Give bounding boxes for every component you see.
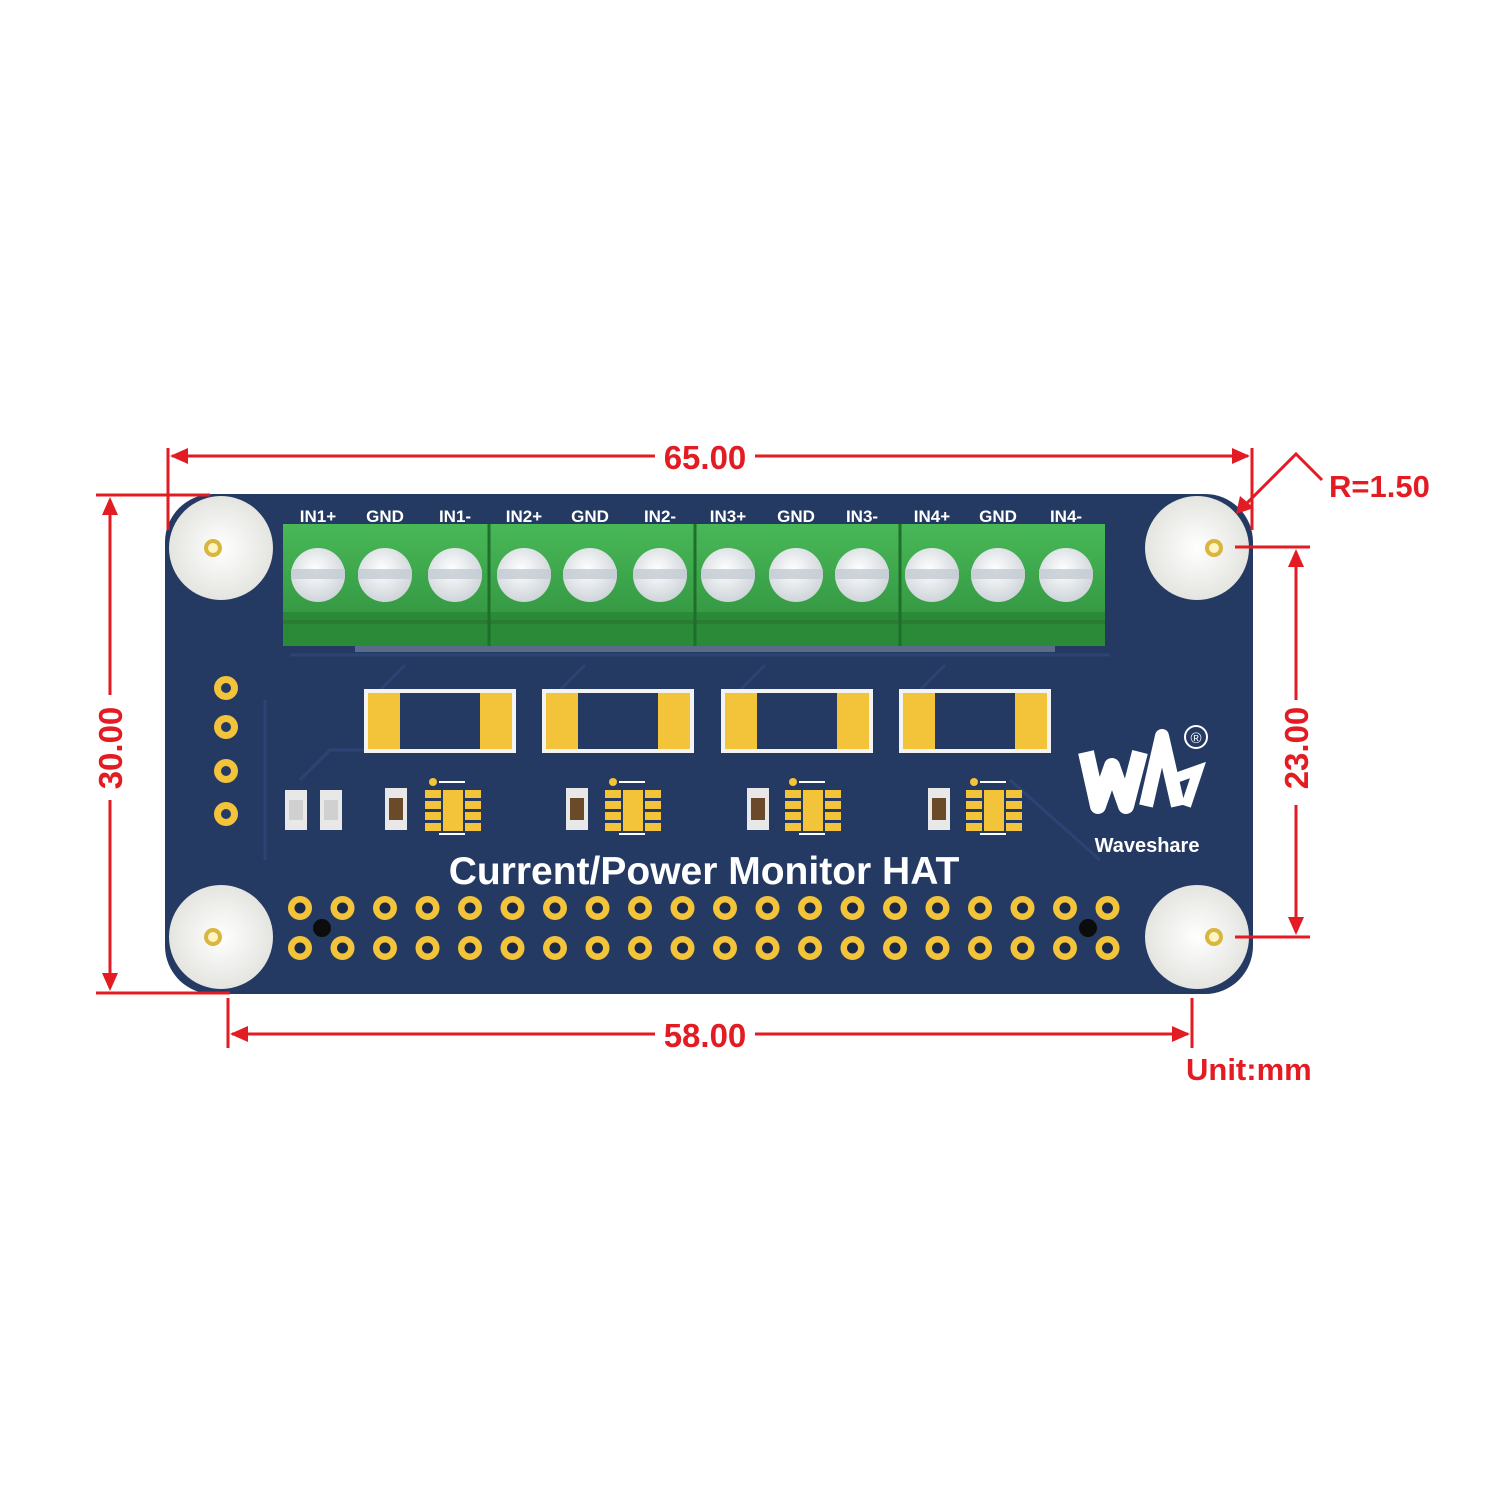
sensor-ic-groups	[385, 778, 1022, 835]
gpio-pin-10	[458, 936, 482, 960]
shunt-resistor-4	[899, 689, 1051, 753]
terminal-label-8: GND	[777, 507, 815, 526]
gpio-pin-37	[1053, 896, 1077, 920]
sensor-ic-1	[385, 778, 481, 835]
shunt-resistor-1	[364, 689, 516, 753]
gpio-pin-26	[798, 936, 822, 960]
fiducial-right	[1079, 919, 1097, 937]
gpio-pin-30	[883, 936, 907, 960]
terminal-label-7: IN3+	[710, 507, 746, 526]
brand-name: Waveshare	[1095, 835, 1200, 857]
terminal-label-12: IN4-	[1050, 507, 1082, 526]
gpio-pin-23	[755, 896, 780, 920]
pcb-traces	[263, 653, 1110, 862]
terminal-screw-5	[563, 548, 617, 602]
gpio-pin-24	[755, 936, 780, 960]
gpio-pin-8	[415, 936, 440, 960]
gpio-pin-22	[713, 936, 737, 960]
terminal-screw-11	[971, 548, 1025, 602]
gpio-pin-39	[1095, 896, 1120, 920]
sensor-ic-3	[747, 778, 841, 835]
terminal-block	[283, 524, 1105, 652]
dimension-hole-pitch-x: 58.00	[664, 1017, 747, 1054]
gpio-pin-25	[798, 896, 822, 920]
gpio-pin-18	[628, 936, 652, 960]
fiducial-left	[313, 919, 331, 937]
gpio-pin-14	[543, 936, 567, 960]
dimension-lines	[96, 448, 1324, 1048]
terminal-screw-12	[1039, 548, 1093, 602]
terminal-label-3: IN1-	[439, 507, 471, 526]
gpio-pin-21	[713, 896, 737, 920]
gpio-pin-16	[585, 936, 610, 960]
terminal-label-4: IN2+	[506, 507, 542, 526]
terminal-screws	[291, 548, 1093, 602]
gpio-pin-40	[1095, 936, 1120, 960]
gpio-pin-33	[968, 896, 992, 920]
mount-hole-top-left	[169, 496, 273, 600]
gpio-pin-2	[288, 936, 312, 960]
gpio-pin-12	[500, 936, 525, 960]
mount-hole-bottom-right	[1145, 885, 1249, 989]
terminal-screw-2	[358, 548, 412, 602]
board-title: Current/Power Monitor HAT	[449, 850, 960, 893]
terminal-screw-8	[769, 548, 823, 602]
gpio-pin-4	[330, 936, 355, 960]
gpio-pin-3	[330, 896, 355, 920]
terminal-label-1: IN1+	[300, 507, 336, 526]
gpio-pin-34	[968, 936, 992, 960]
gpio-pin-31	[925, 896, 950, 920]
smd-capacitors	[285, 790, 342, 830]
gpio-pin-13	[543, 896, 567, 920]
dimension-height: 30.00	[92, 707, 129, 790]
mount-hole-top-right	[1145, 496, 1249, 600]
gpio-pin-38	[1053, 936, 1077, 960]
terminal-label-11: GND	[979, 507, 1017, 526]
registered-mark: ®	[1190, 730, 1201, 747]
terminal-screw-4	[497, 548, 551, 602]
terminal-label-6: IN2-	[644, 507, 676, 526]
terminal-label-5: GND	[571, 507, 609, 526]
terminal-label-10: IN4+	[914, 507, 950, 526]
gpio-pin-6	[373, 936, 397, 960]
dimension-arrowheads	[102, 448, 1304, 1042]
gpio-pin-7	[415, 896, 440, 920]
sensor-ic-2	[566, 778, 661, 835]
gpio-pin-15	[585, 896, 610, 920]
mount-hole-bottom-left	[169, 885, 273, 989]
gpio-pin-28	[840, 936, 865, 960]
terminal-label-2: GND	[366, 507, 404, 526]
terminal-labels: IN1+ GND IN1- IN2+ GND IN2- IN3+ GND IN3- IN4+ GND…	[300, 507, 1082, 526]
gpio-header	[288, 896, 1120, 960]
terminal-screw-9	[835, 548, 889, 602]
terminal-screw-10	[905, 548, 959, 602]
terminal-screw-3	[428, 548, 482, 602]
gpio-pin-19	[670, 896, 695, 920]
gpio-pin-20	[670, 936, 695, 960]
dimension-width: 65.00	[664, 439, 747, 476]
terminal-screw-6	[633, 548, 687, 602]
gpio-pin-35	[1010, 896, 1035, 920]
gpio-pin-29	[883, 896, 907, 920]
unit-label: Unit:mm	[1186, 1052, 1312, 1087]
terminal-screw-7	[701, 548, 755, 602]
terminal-screw-1	[291, 548, 345, 602]
gpio-pin-27	[840, 896, 865, 920]
gpio-pin-17	[628, 896, 652, 920]
terminal-label-9: IN3-	[846, 507, 878, 526]
gpio-pin-36	[1010, 936, 1035, 960]
sensor-ic-4	[928, 778, 1022, 835]
gpio-pin-9	[458, 896, 482, 920]
shunt-resistor-2	[542, 689, 694, 753]
gpio-pin-11	[500, 896, 525, 920]
gpio-pin-32	[925, 936, 950, 960]
dimension-corner-radius: R=1.50	[1329, 469, 1430, 504]
gpio-pin-5	[373, 896, 397, 920]
gpio-pin-1	[288, 896, 312, 920]
waveshare-logo-icon	[1078, 725, 1208, 814]
dimension-hole-pitch-y: 23.00	[1278, 707, 1315, 790]
shunt-resistor-3	[721, 689, 873, 753]
